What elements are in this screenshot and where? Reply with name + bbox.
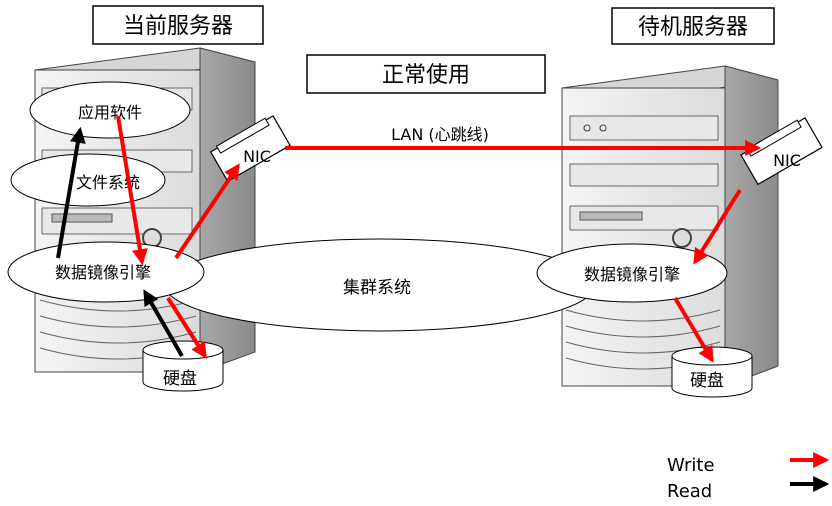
svg-text:当前服务器: 当前服务器 (123, 14, 233, 39)
write-arrow-engine-to-nic (174, 163, 240, 260)
write-arrow-engine-to-disk-left (166, 296, 207, 359)
svg-text:硬盘: 硬盘 (163, 369, 197, 389)
nic-label-right: NIC (773, 151, 801, 170)
nic-label-left: NIC (243, 147, 271, 166)
svg-text:待机服务器: 待机服务器 (638, 15, 748, 40)
svg-text:硬盘: 硬盘 (690, 371, 724, 391)
disk-left: 硬盘 (142, 340, 224, 392)
mirror-engine-right-ellipse: 数据镜像引擎 (536, 243, 728, 303)
read-arrow-disk-to-engine (143, 289, 184, 358)
disk-right: 硬盘 (671, 346, 753, 398)
svg-text:文件系统: 文件系统 (76, 173, 140, 192)
svg-text:正常使用: 正常使用 (382, 63, 470, 88)
file-system-ellipse: 文件系统 (10, 153, 166, 207)
svg-text:数据镜像引擎: 数据镜像引擎 (55, 263, 151, 282)
mirror-engine-left-ellipse: 数据镜像引擎 (7, 241, 205, 303)
read-arrows (56, 126, 184, 358)
legend-write-label: Write (667, 455, 715, 476)
normal-use-box: 正常使用 (306, 54, 546, 94)
svg-text:集群系统: 集群系统 (343, 278, 411, 298)
current-server-title: 当前服务器 (92, 5, 264, 45)
lan-label: LAN (心跳线) (391, 125, 489, 144)
svg-text:应用软件: 应用软件 (78, 103, 142, 122)
cluster-system-ellipse: 集群系统 (164, 238, 596, 332)
standby-server-title: 待机服务器 (611, 7, 775, 45)
svg-text:数据镜像引擎: 数据镜像引擎 (584, 265, 680, 284)
standby-server-tower (561, 65, 779, 387)
write-arrow-app-to-engine (116, 115, 148, 266)
app-software-ellipse: 应用软件 (29, 81, 191, 139)
write-arrow-nic-to-engine (693, 188, 742, 265)
read-arrow-engine-to-app (56, 126, 86, 259)
legend: Write Read (667, 452, 830, 502)
legend-read-label: Read (667, 481, 712, 502)
write-arrow-engine-to-disk-right (673, 296, 714, 363)
write-arrows (116, 115, 762, 363)
